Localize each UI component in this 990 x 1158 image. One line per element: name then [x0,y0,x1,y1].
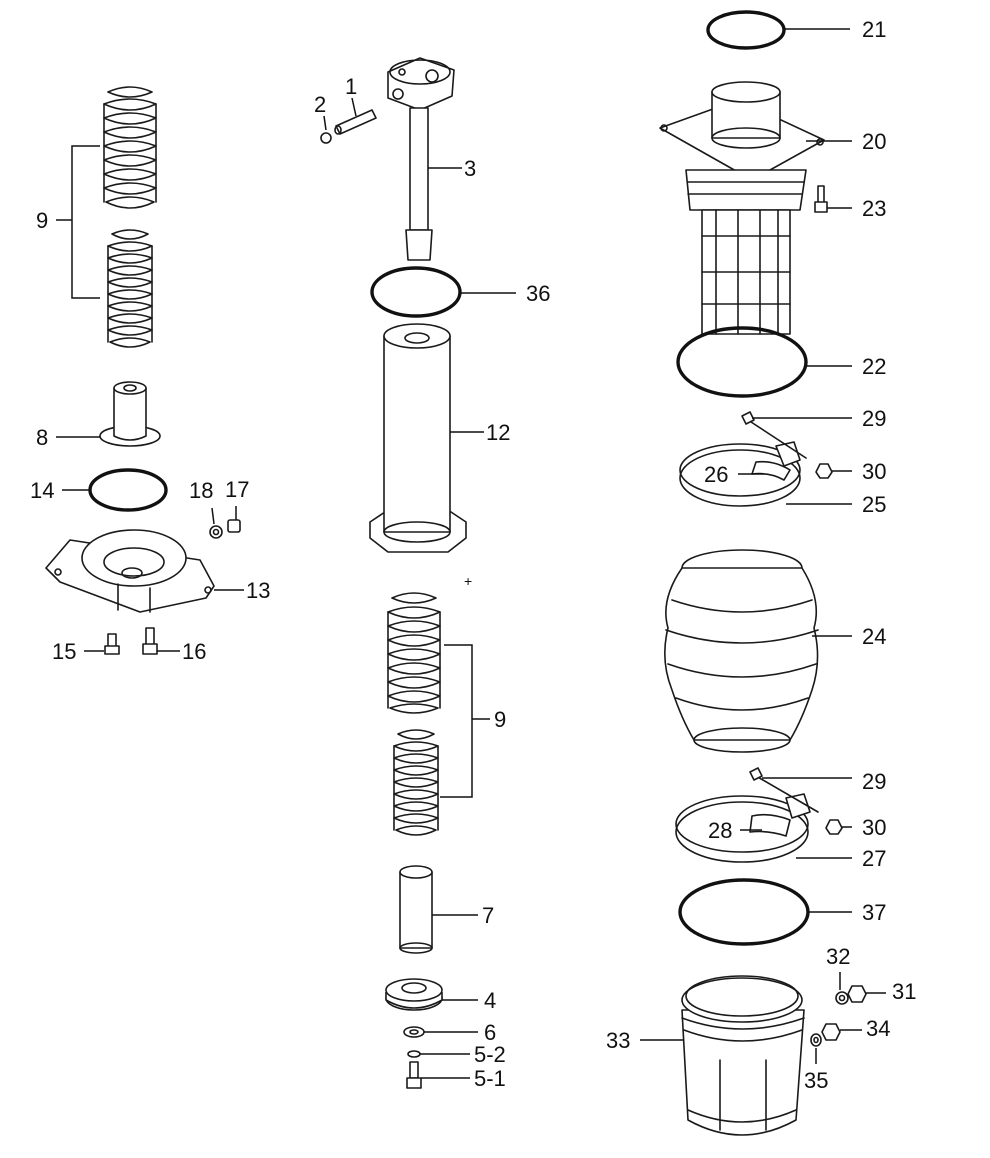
callout-30-bottom: 30 [862,815,886,840]
callout-23: 23 [862,196,886,221]
callout-2: 2 [314,92,326,117]
nut-30-top: 30 [815,459,886,484]
callout-14: 14 [30,478,54,503]
callout-33: 33 [606,1028,630,1053]
o-ring-14: 14 [30,468,168,512]
spring-seat-8: 8 [36,381,161,450]
spring-lower-center [393,729,439,836]
callout-8: 8 [36,425,48,450]
washer-18: 18 [189,478,223,539]
spring-set-center: 9 [387,592,506,836]
callout-5-1: 5-1 [474,1066,506,1091]
callout-4: 4 [484,988,496,1013]
bolt-15: 15 [52,633,120,664]
bolt-16: 16 [142,627,206,664]
callout-7: 7 [482,903,494,928]
callout-25: 25 [862,492,886,517]
seat-4: 4 [385,978,496,1013]
o-ring-37: 37 [678,878,886,946]
callout-5-2: 5-2 [474,1042,506,1067]
nut-30-bottom: 30 [825,815,886,840]
cylinder-12: 12 [369,323,510,553]
spring-upper-left [103,86,157,209]
callout-29-top: 29 [862,406,886,431]
callout-9-left: 9 [36,208,48,233]
bracket-9-left [71,145,100,299]
insert-26: 26 [704,460,791,487]
o-ring-22: 22 [676,326,886,398]
callout-1: 1 [345,74,357,99]
callout-9-center: 9 [494,707,506,732]
callout-24: 24 [862,624,886,649]
lower-housing-33: 33 [606,975,805,1136]
spring-lower-left [107,229,153,348]
callout-35: 35 [804,1068,828,1093]
callout-17: 17 [225,477,249,502]
bellows-24: 24 [664,549,886,753]
spring-upper-center [387,592,441,714]
rod-3: 3 [387,57,476,261]
bolt-5-1: 5-1 [406,1061,506,1091]
callout-21: 21 [862,17,886,42]
marker-plus: + [464,573,472,589]
washer-35: 35 [804,1033,828,1093]
callout-13: 13 [246,578,270,603]
callout-22: 22 [862,354,886,379]
plug-34: 34 [821,1016,890,1041]
callout-30-top: 30 [862,459,886,484]
plug-2: 2 [314,92,332,144]
callout-3: 3 [464,156,476,181]
pin-1: 1 [334,74,377,135]
housing-20: 20 [659,81,886,335]
washer-32: 32 [826,944,850,1005]
callout-26: 26 [704,462,728,487]
callout-36: 36 [526,281,550,306]
callout-37: 37 [862,900,886,925]
callout-27: 27 [862,846,886,871]
callout-15: 15 [52,639,76,664]
spring-set-left: 9 [36,86,157,348]
bracket-9-center [440,644,473,798]
callout-18: 18 [189,478,213,503]
plug-31: 31 [847,979,916,1004]
callout-34: 34 [866,1016,890,1041]
base-plate-13: 13 [45,529,270,613]
insert-28: 28 [708,813,791,843]
bolt-29-top: 29 [741,406,886,459]
lock-washer-5-2: 5-2 [407,1042,506,1067]
tube-7: 7 [399,865,494,954]
washer-6: 6 [403,1020,496,1045]
o-ring-36: 36 [370,266,550,318]
bolt-29-bottom: 29 [749,767,886,813]
bolt-23: 23 [814,185,886,221]
plug-17: 17 [225,477,249,533]
callout-12: 12 [486,420,510,445]
callout-6: 6 [484,1020,496,1045]
callout-32: 32 [826,944,850,969]
callout-31: 31 [892,979,916,1004]
callout-28: 28 [708,818,732,843]
o-ring-21: 21 [706,10,886,50]
callout-20: 20 [862,129,886,154]
callout-16: 16 [182,639,206,664]
callout-29-bottom: 29 [862,769,886,794]
